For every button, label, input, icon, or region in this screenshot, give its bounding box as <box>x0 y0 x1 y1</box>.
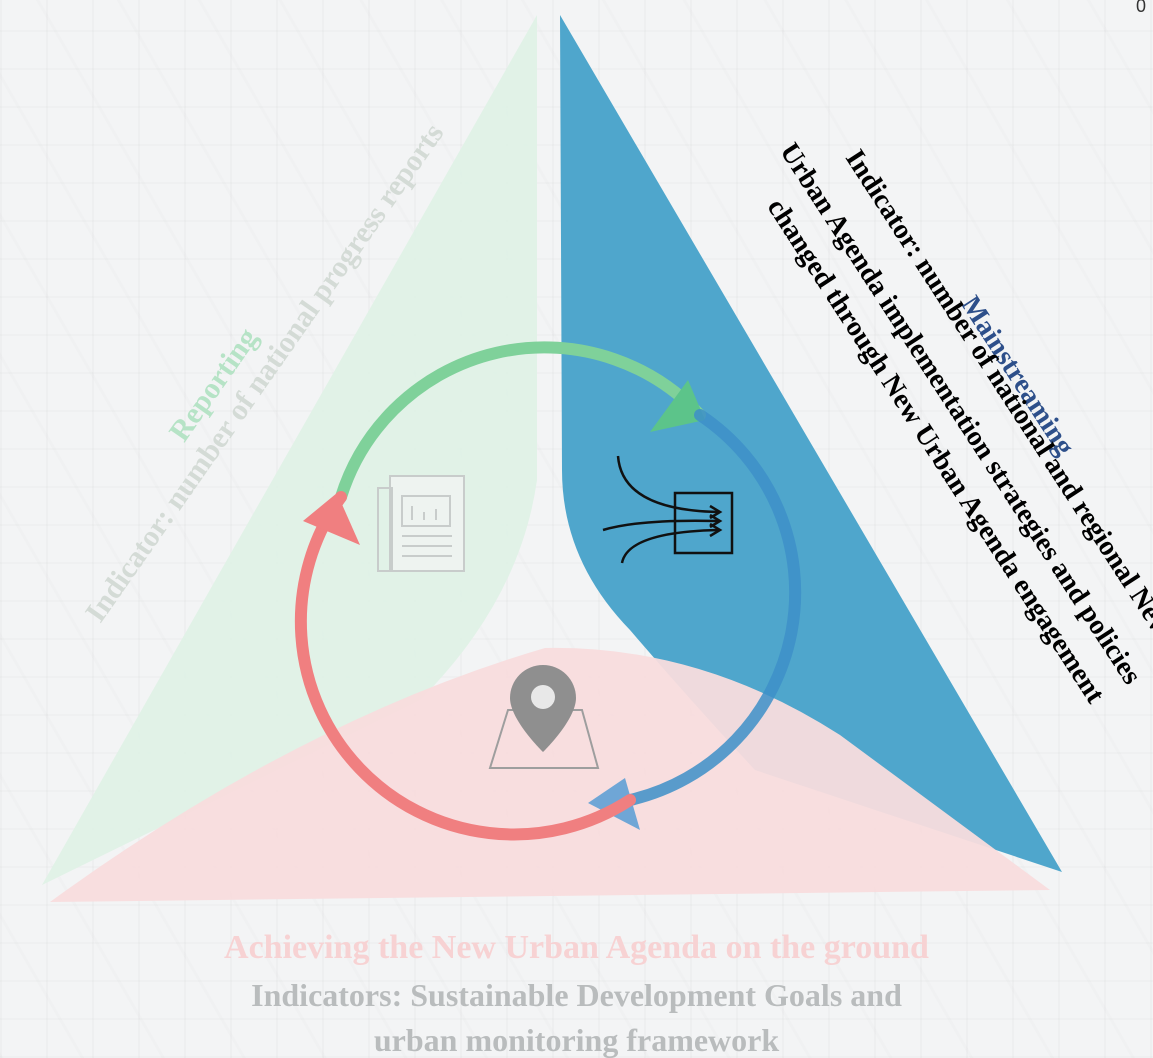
mainstreaming-panel <box>560 15 1062 872</box>
cycle-arrowhead-red <box>303 493 360 545</box>
cycle-arc-green <box>335 341 706 503</box>
ground-panel <box>50 647 1050 902</box>
ground-indicator-line1: Indicators: Sustainable Development Goal… <box>251 977 902 1013</box>
map-pin-icon <box>488 665 600 769</box>
cycle-arc-red <box>294 491 636 841</box>
flow-arrows-icon <box>602 455 734 564</box>
ground-indicator-line2: urban monitoring framework <box>373 1022 780 1058</box>
ground-title: Achieving the New Urban Agenda on the gr… <box>224 929 929 966</box>
cycle-arrowhead-green <box>650 380 705 432</box>
cycle-arc-blue <box>624 409 802 806</box>
report-document-icon <box>377 475 465 572</box>
corner-mark: 0 <box>1136 0 1147 16</box>
reporting-panel <box>42 15 537 885</box>
